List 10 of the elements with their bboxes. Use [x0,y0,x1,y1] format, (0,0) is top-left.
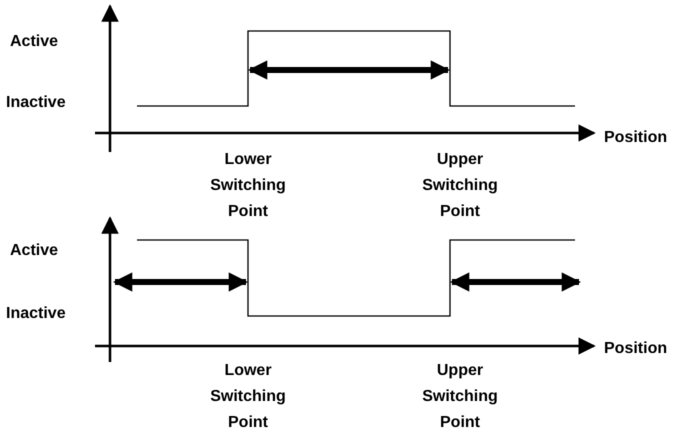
switching-point-label: Upper Switching Point [421,361,499,433]
state-label: Active [10,241,58,261]
switching-point-label: Lower Switching Point [209,361,287,433]
switching-point-label: Lower Switching Point [209,150,287,222]
state-label: Inactive [6,304,66,324]
switching-point-label: Upper Switching Point [421,150,499,222]
state-label: Inactive [6,93,66,113]
axis-label: Position [604,339,668,359]
axis-label: Position [604,128,668,148]
state-label: Active [10,32,58,52]
